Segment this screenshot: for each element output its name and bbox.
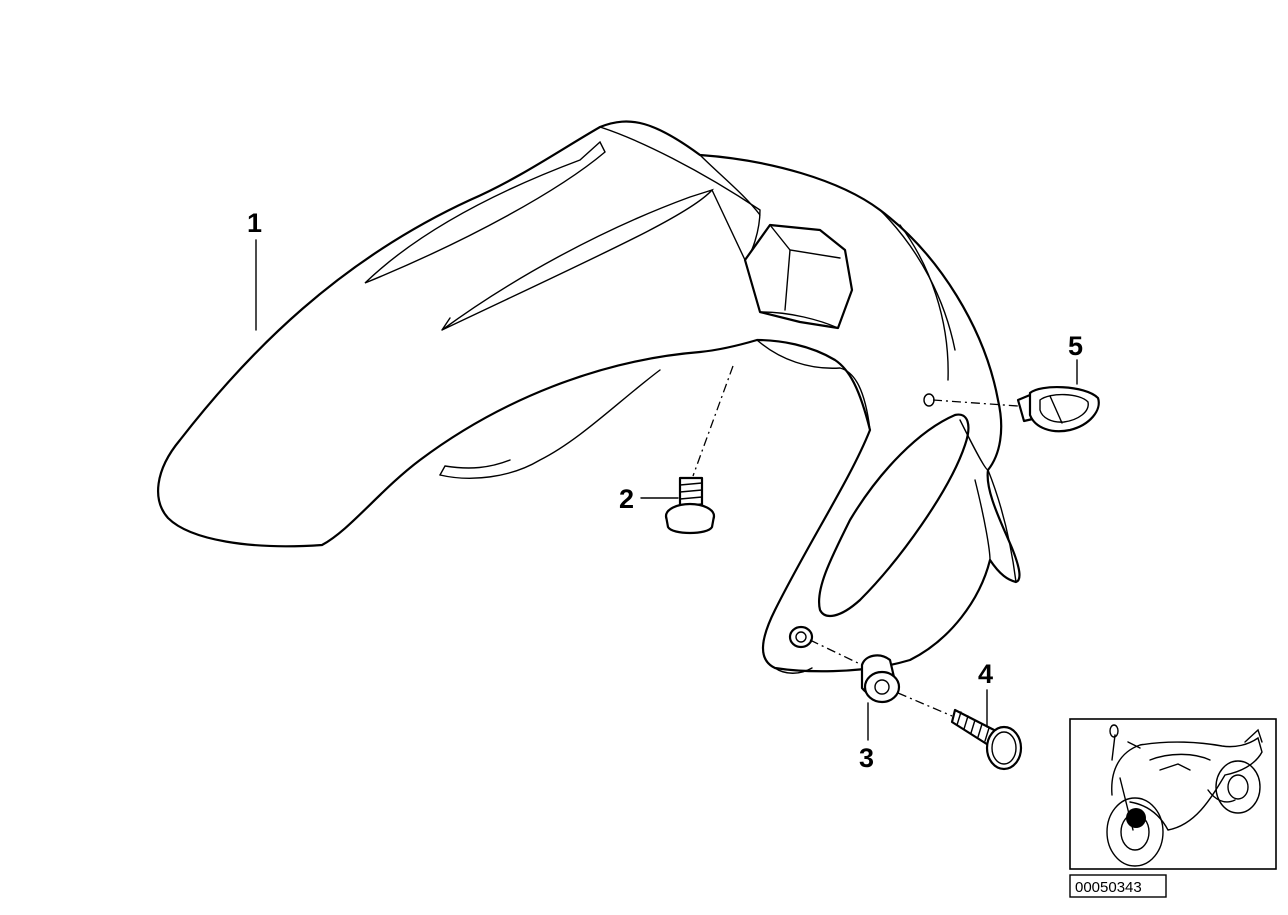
reference-number: 00050343 bbox=[1075, 879, 1142, 896]
leader-lines bbox=[255, 239, 1078, 741]
callout-2: 2 bbox=[619, 484, 634, 514]
motorcycle-icon bbox=[1106, 724, 1263, 867]
assembly-lines bbox=[692, 365, 1019, 717]
locator-marker bbox=[1126, 808, 1146, 828]
rubber-grommet-part-3[interactable] bbox=[860, 654, 901, 704]
callout-1: 1 bbox=[247, 208, 262, 238]
front-mudguard[interactable] bbox=[157, 120, 1021, 674]
callout-5: 5 bbox=[1068, 331, 1083, 361]
callout-3: 3 bbox=[859, 743, 874, 773]
screw-part-2[interactable] bbox=[664, 476, 716, 535]
cable-holder-part-5[interactable] bbox=[1016, 386, 1100, 433]
locator-inset: 00050343 bbox=[1069, 718, 1277, 898]
screw-part-4[interactable] bbox=[950, 708, 1023, 771]
callout-4: 4 bbox=[978, 659, 993, 689]
